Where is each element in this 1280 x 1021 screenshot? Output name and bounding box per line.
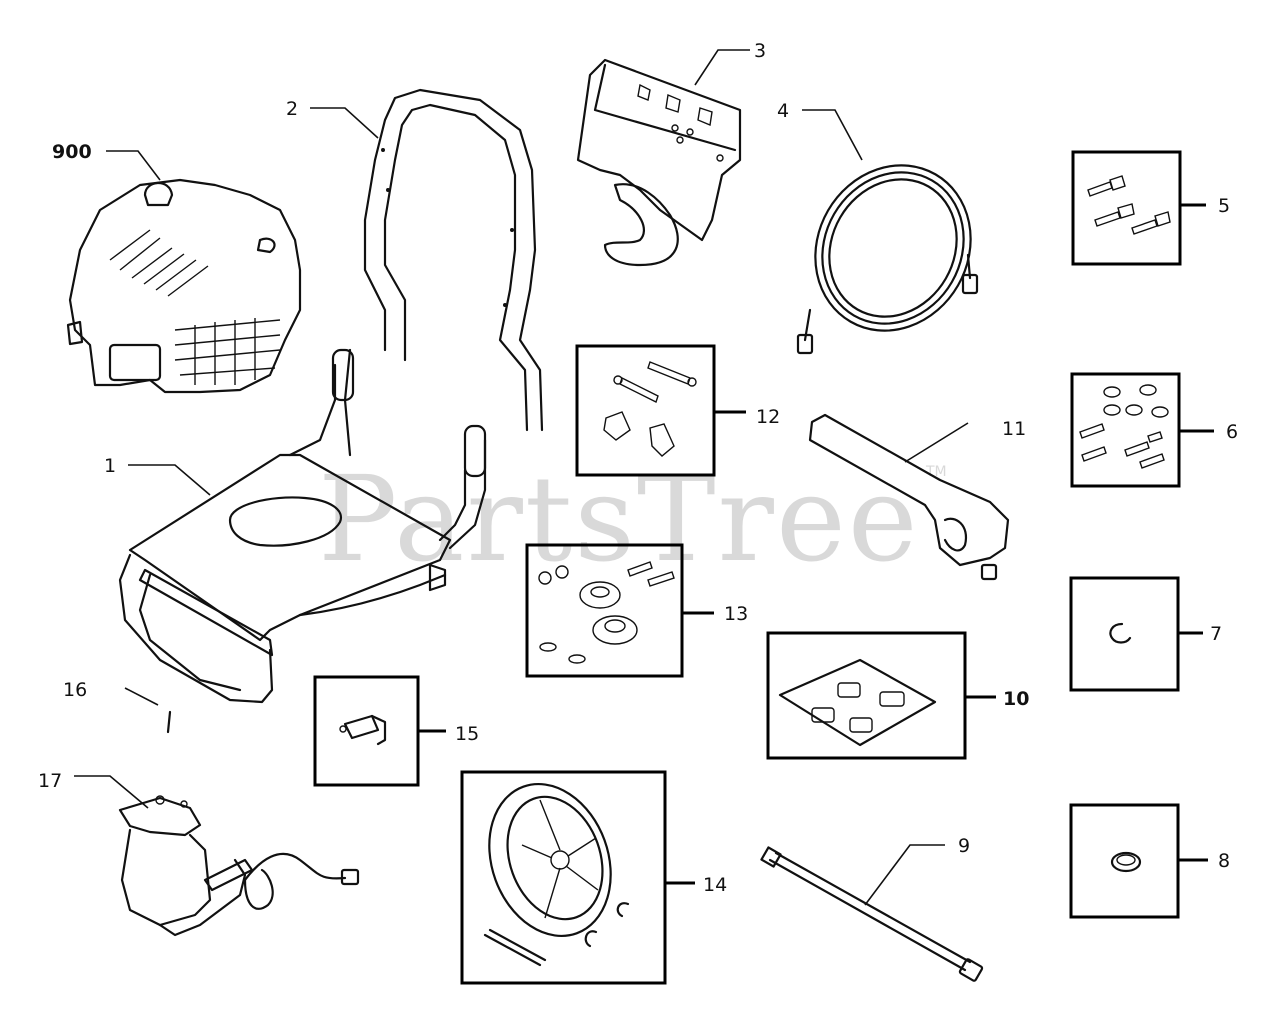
callout-8-label[interactable]: 8 [1218, 850, 1230, 872]
callout-1[interactable]: 1 [104, 455, 211, 496]
bolts-icon[interactable] [1071, 150, 1182, 266]
watermark: PartsTree TM [318, 450, 947, 588]
watermark-text: PartsTree [318, 450, 920, 588]
mount-kit-icon[interactable] [525, 543, 684, 678]
callout-6-label[interactable]: 6 [1226, 421, 1238, 443]
spray-gun-icon[interactable] [808, 413, 1010, 581]
pin-icon[interactable] [166, 710, 172, 734]
callout-4[interactable]: 4 [777, 100, 863, 161]
callout-900[interactable]: 900 [52, 141, 161, 181]
hose-coil-icon[interactable] [786, 137, 1001, 359]
callout-16-label: 16 [63, 679, 87, 701]
callout-9[interactable]: 9 [864, 835, 970, 906]
hardware-kit-icon[interactable] [1070, 372, 1181, 488]
pump-icon[interactable] [118, 795, 360, 937]
callout-3-label: 3 [754, 40, 766, 62]
callout-14-label[interactable]: 14 [703, 874, 727, 896]
base-frame-icon[interactable] [118, 348, 487, 704]
retaining-ring-icon[interactable] [1069, 576, 1180, 692]
callout-12-label[interactable]: 12 [756, 406, 780, 428]
callout-16[interactable]: 16 [63, 679, 159, 706]
callout-5-label[interactable]: 5 [1218, 195, 1230, 217]
plug-icon[interactable] [1069, 803, 1180, 919]
callout-900-label: 900 [52, 141, 92, 163]
wand-extension-icon[interactable] [760, 846, 984, 982]
callout-17-label: 17 [38, 770, 62, 792]
callout-13-label[interactable]: 13 [724, 603, 748, 625]
callout-1-label: 1 [104, 455, 116, 477]
callout-9-label: 9 [958, 835, 970, 857]
bracket-icon[interactable] [576, 58, 742, 267]
callout-4-label: 4 [777, 100, 789, 122]
callout-11-label: 11 [1002, 418, 1026, 440]
callout-15-label[interactable]: 15 [455, 723, 479, 745]
callout-2[interactable]: 2 [286, 98, 379, 139]
callout-3[interactable]: 3 [694, 40, 766, 86]
callout-17[interactable]: 17 [38, 770, 149, 809]
callout-10-label[interactable]: 10 [1003, 688, 1029, 710]
callout-2-label: 2 [286, 98, 298, 120]
engine-icon[interactable] [66, 178, 302, 394]
watermark-trademark: TM [925, 464, 947, 480]
quick-connect-icon[interactable] [313, 675, 420, 787]
handle-icon[interactable] [363, 88, 544, 432]
wheel-kit-icon[interactable] [460, 767, 667, 985]
nozzle-kit-icon[interactable] [766, 631, 967, 760]
callout-7-label[interactable]: 7 [1210, 623, 1222, 645]
callout-11[interactable]: 11 [904, 418, 1026, 463]
